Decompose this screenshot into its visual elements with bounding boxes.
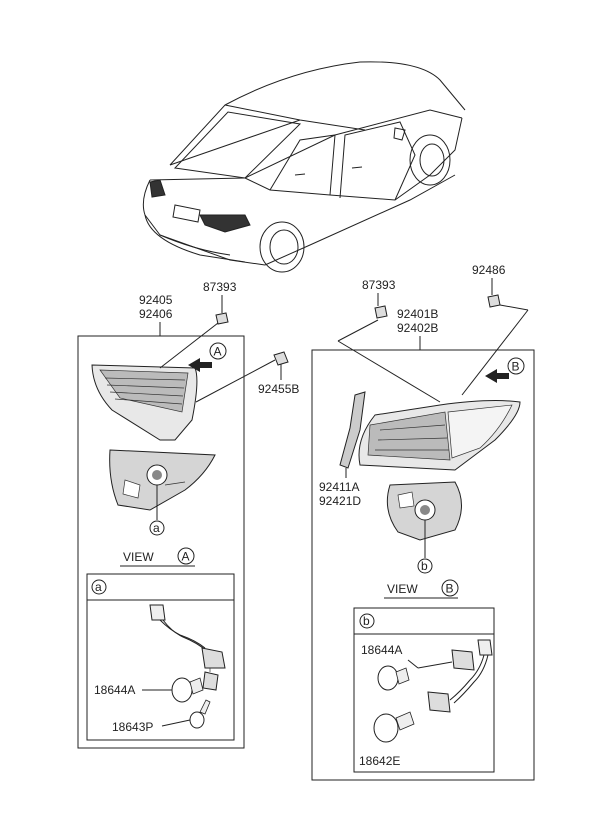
left-lamp-label-2: 92406	[139, 307, 173, 321]
bulb-label-18642e-right: 18642E	[359, 754, 400, 768]
clip-icon	[374, 293, 388, 319]
right-assembly-box	[311, 349, 535, 781]
view-arrow-a: A	[188, 342, 227, 372]
bracket-label-2: 92421D	[319, 494, 361, 508]
detail-box-b-marker: b	[363, 614, 370, 628]
detail-a-marker: a	[153, 521, 160, 535]
view-a-label: VIEW	[123, 550, 154, 564]
lamp-back-view-b: b	[386, 481, 462, 574]
screw-icon	[273, 351, 289, 380]
detail-box-a	[86, 573, 235, 741]
bulb-label-18643p-left: 18643P	[112, 720, 153, 734]
view-a-marker: A	[182, 550, 190, 564]
detail-box-b	[353, 607, 495, 773]
right-nut-label: 92486	[472, 263, 506, 277]
marker-b: B	[512, 360, 520, 374]
bulb-18642e-right	[373, 711, 415, 743]
bulb-18644a-left	[171, 677, 204, 703]
bracket	[339, 391, 366, 478]
bulb-18643p-left	[189, 699, 211, 729]
outer-tail-lamp	[358, 400, 521, 471]
bulb-18644a-right	[377, 665, 410, 691]
view-b-marker: B	[446, 582, 454, 596]
view-b-label: VIEW	[387, 582, 418, 596]
car-illustration	[142, 61, 466, 273]
left-group: 87393 92405 92406 92455B	[77, 280, 299, 749]
bracket-label-1: 92411A	[319, 480, 359, 494]
right-clip-label: 87393	[362, 278, 396, 292]
bulb-label-18644a-left: 18644A	[94, 683, 135, 697]
left-screw-label: 92455B	[258, 382, 299, 396]
bulb-label-18644a-right: 18644A	[361, 643, 402, 657]
left-assembly-box	[77, 335, 245, 749]
socket-harness-b	[427, 639, 493, 713]
left-lamp-label-1: 92405	[139, 293, 173, 307]
right-lamp-label-2: 92402B	[397, 321, 438, 335]
right-lamp-label-1: 92401B	[397, 307, 438, 321]
marker-a: A	[214, 345, 222, 359]
nut-icon	[487, 278, 501, 308]
clip-icon	[215, 295, 229, 325]
socket-harness-a	[149, 604, 226, 691]
left-clip-label: 87393	[203, 280, 237, 294]
inner-tail-lamp	[91, 364, 198, 441]
right-group: 87393 92486 92401B 92402B	[311, 263, 535, 781]
view-arrow-b: B	[485, 357, 525, 383]
detail-box-a-marker: a	[95, 580, 102, 594]
lamp-back-view-a: a	[109, 449, 216, 536]
detail-b-marker: b	[421, 559, 428, 573]
